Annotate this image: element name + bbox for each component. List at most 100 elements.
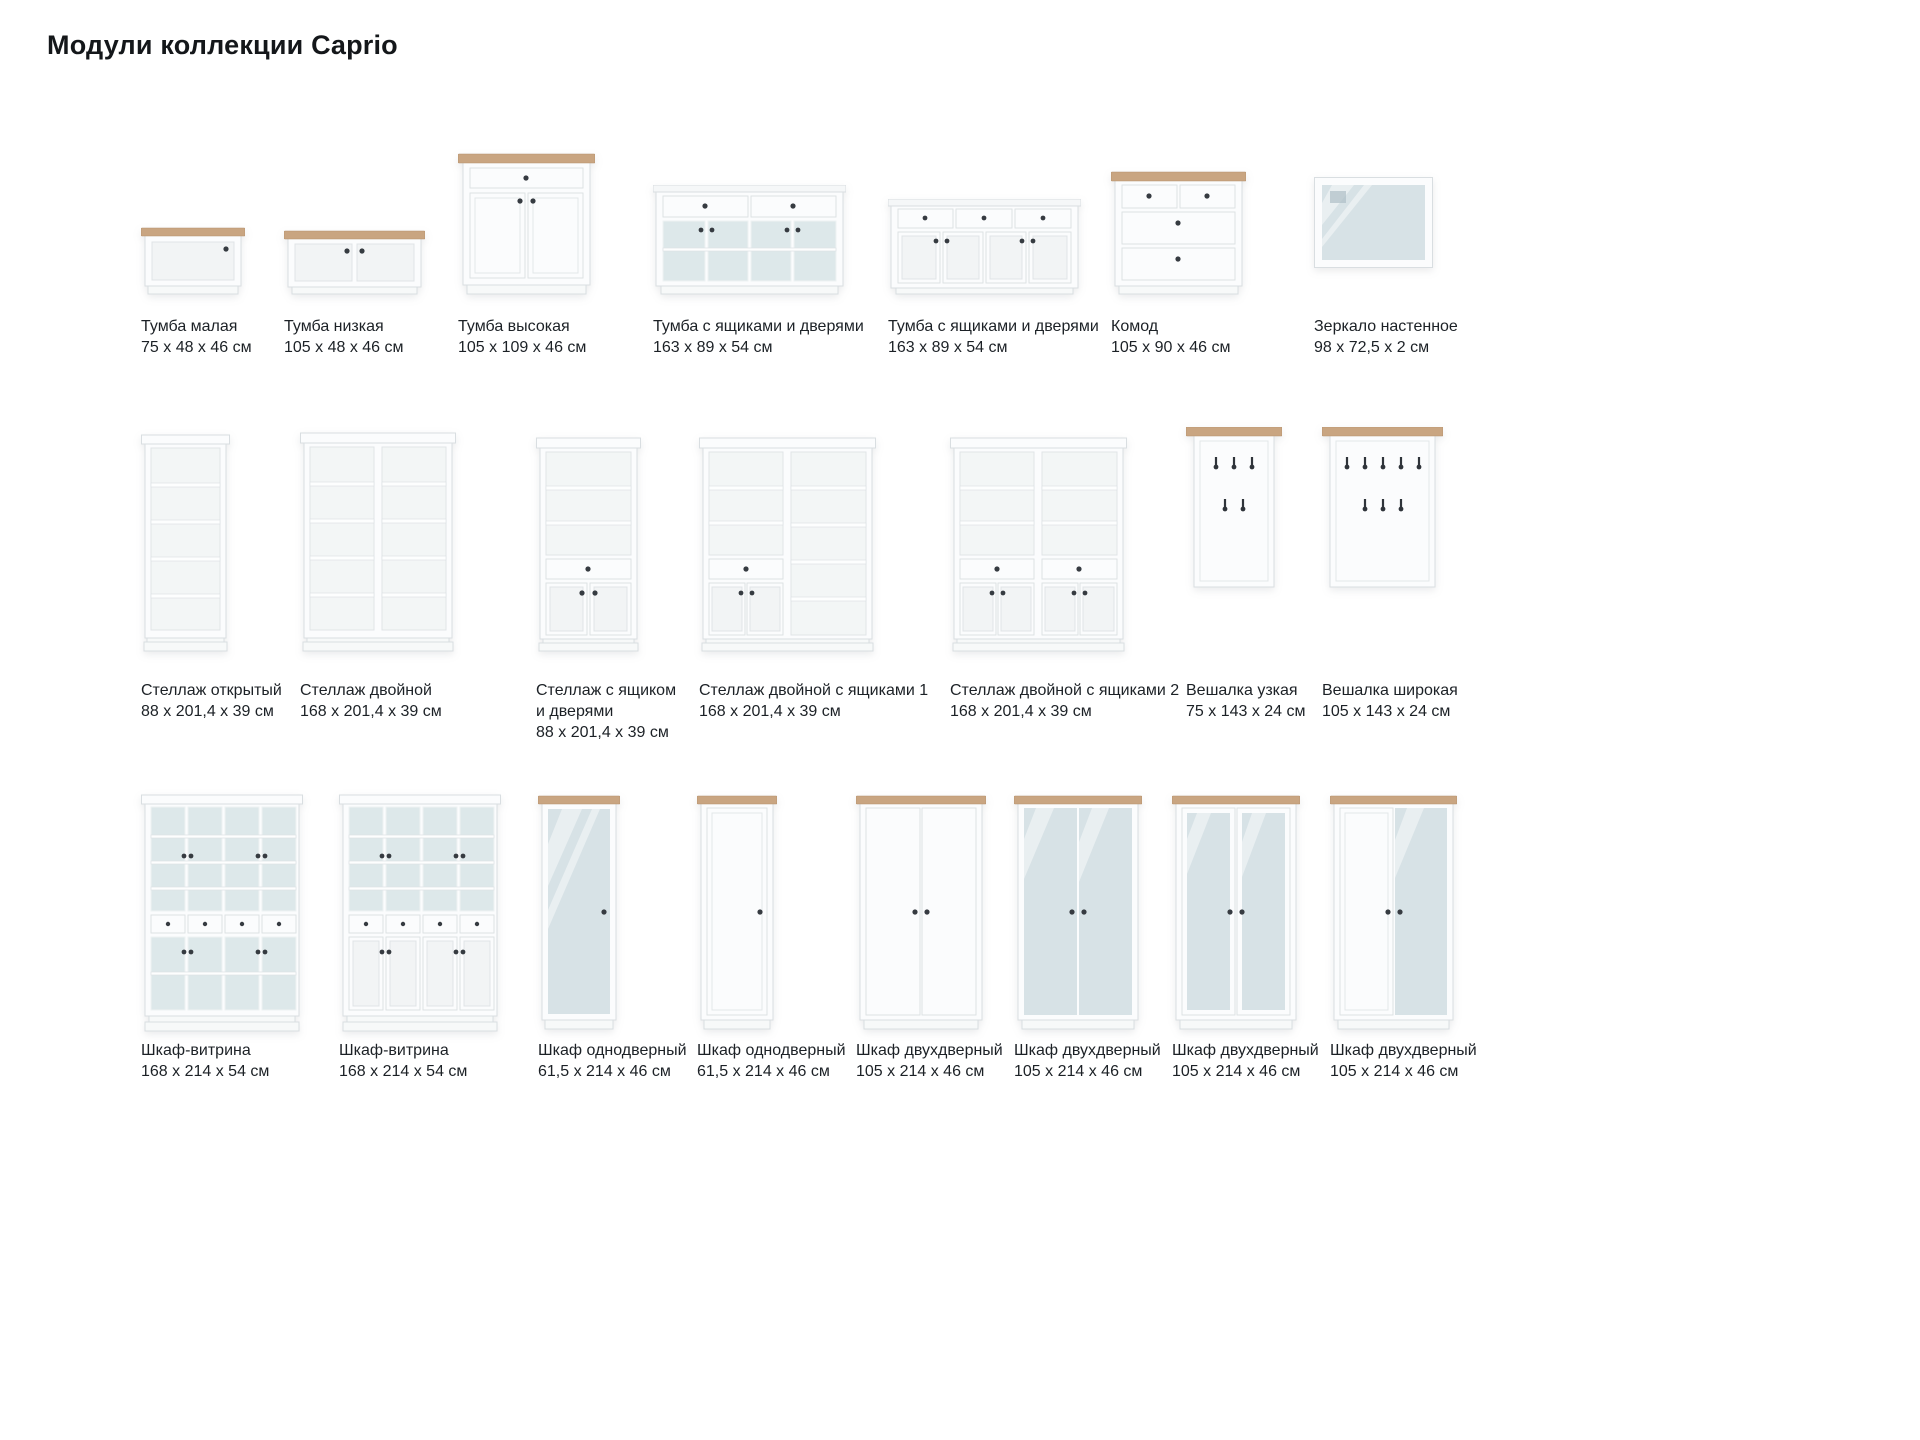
display-cabinet-solid-image	[339, 794, 501, 1032]
product-image-area	[536, 420, 688, 652]
product-name: Тумба с ящиками и дверями	[653, 318, 864, 335]
product-name: Шкаф двухдверный	[1330, 1042, 1477, 1059]
product-dimensions: 163 x 89 x 54 см	[888, 339, 1008, 356]
product-label: Зеркало настенное 98 x 72,5 x 2 см	[1314, 316, 1458, 358]
product-label: Тумба высокая 105 x 109 x 46 см	[458, 316, 595, 358]
product-image-area	[1330, 790, 1477, 1032]
product-label: Вешалка узкая 75 x 143 x 24 см	[1186, 680, 1306, 722]
product-dimensions: 168 x 214 x 54 см	[141, 1063, 270, 1080]
product-card: Стеллаж двойной с ящиками 2 168 x 201,4 …	[950, 420, 1179, 722]
product-image-area	[950, 420, 1179, 652]
product-dimensions: 105 x 143 x 24 см	[1322, 703, 1451, 720]
product-image-area	[141, 420, 282, 652]
wardrobe-1door-mirror-image	[538, 795, 620, 1030]
product-image-area	[141, 140, 252, 296]
product-card: Шкаф двухдверный 105 x 214 x 46 см	[1014, 790, 1161, 1082]
product-card: Тумба с ящиками и дверями 163 x 89 x 54 …	[888, 140, 1099, 358]
double-shelving-drawers-2-image	[950, 437, 1127, 652]
wardrobe-2door-mixed-mirror-image	[1330, 795, 1457, 1030]
product-card: Стеллаж с ящиком и дверями 88 x 201,4 x …	[536, 420, 688, 743]
product-label: Шкаф двухдверный 105 x 214 x 46 см	[1330, 1040, 1477, 1082]
product-dimensions: 163 x 89 x 54 см	[653, 339, 773, 356]
wardrobe-2door-framed-mirror-image	[1172, 795, 1300, 1030]
product-name: Комод	[1111, 318, 1159, 335]
product-name: Вешалка узкая	[1186, 682, 1298, 699]
product-label: Шкаф однодверный 61,5 x 214 x 46 см	[538, 1040, 687, 1082]
product-card: Стеллаж двойной 168 x 201,4 x 39 см	[300, 420, 456, 722]
product-dimensions: 61,5 x 214 x 46 см	[538, 1063, 671, 1080]
product-card: Тумба с ящиками и дверями 163 x 89 x 54 …	[653, 140, 864, 358]
product-dimensions: 88 x 201,4 x 39 см	[536, 724, 669, 741]
product-name: Стеллаж с ящиком и дверями	[536, 682, 677, 720]
product-card: Тумба малая 75 x 48 x 46 см	[141, 140, 252, 358]
product-image-area	[538, 790, 687, 1032]
product-card: Вешалка узкая 75 x 143 x 24 см	[1186, 420, 1306, 722]
product-label: Стеллаж с ящиком и дверями 88 x 201,4 x …	[536, 680, 688, 743]
product-dimensions: 105 x 214 x 46 см	[1014, 1063, 1143, 1080]
product-label: Тумба с ящиками и дверями 163 x 89 x 54 …	[888, 316, 1099, 358]
product-card: Шкаф-витрина 168 x 214 x 54 см	[141, 790, 303, 1082]
product-name: Стеллаж двойной с ящиками 2	[950, 682, 1180, 699]
product-dimensions: 105 x 48 x 46 см	[284, 339, 404, 356]
product-card: Зеркало настенное 98 x 72,5 x 2 см	[1314, 140, 1458, 358]
product-card: Шкаф-витрина 168 x 214 x 54 см	[339, 790, 501, 1082]
product-dimensions: 168 x 201,4 x 39 см	[300, 703, 442, 720]
chest-of-drawers-image	[1111, 171, 1246, 295]
product-name: Шкаф двухдверный	[1014, 1042, 1161, 1059]
product-image-area	[339, 790, 501, 1032]
product-dimensions: 75 x 48 x 46 см	[141, 339, 252, 356]
wardrobe-2door-mirror-image	[1014, 795, 1142, 1030]
product-image-area	[1314, 140, 1458, 296]
product-card: Тумба низкая 105 x 48 x 46 см	[284, 140, 425, 358]
product-dimensions: 105 x 214 x 46 см	[1172, 1063, 1301, 1080]
coat-rack-wide-image	[1322, 427, 1443, 588]
product-label: Тумба с ящиками и дверями 163 x 89 x 54 …	[653, 316, 864, 358]
wardrobe-1door-solid-image	[697, 795, 777, 1030]
product-image-area	[1186, 420, 1306, 652]
product-name: Шкаф двухдверный	[856, 1042, 1003, 1059]
product-label: Шкаф двухдверный 105 x 214 x 46 см	[1014, 1040, 1161, 1082]
shelving-drawer-doors-image	[536, 437, 641, 652]
product-label: Шкаф двухдверный 105 x 214 x 46 см	[856, 1040, 1003, 1082]
product-name: Шкаф однодверный	[697, 1042, 846, 1059]
product-image-area	[653, 140, 864, 296]
product-label: Стеллаж двойной с ящиками 2 168 x 201,4 …	[950, 680, 1179, 722]
product-name: Стеллаж двойной	[300, 682, 432, 699]
product-label: Шкаф-витрина 168 x 214 x 54 см	[339, 1040, 501, 1082]
product-label: Шкаф-витрина 168 x 214 x 54 см	[141, 1040, 303, 1082]
product-name: Зеркало настенное	[1314, 318, 1458, 335]
product-name: Стеллаж двойной с ящиками 1	[699, 682, 929, 699]
product-card: Комод 105 x 90 x 46 см	[1111, 140, 1246, 358]
product-image-area	[1111, 140, 1246, 296]
product-label: Стеллаж двойной 168 x 201,4 x 39 см	[300, 680, 456, 722]
sideboard-solid-doors-image	[888, 199, 1081, 295]
product-image-area	[697, 790, 846, 1032]
product-card: Стеллаж открытый 88 x 201,4 x 39 см	[141, 420, 282, 722]
product-dimensions: 168 x 201,4 x 39 см	[950, 703, 1092, 720]
product-label: Шкаф однодверный 61,5 x 214 x 46 см	[697, 1040, 846, 1082]
product-dimensions: 105 x 214 x 46 см	[856, 1063, 985, 1080]
product-name: Тумба малая	[141, 318, 238, 335]
product-card: Шкаф однодверный 61,5 x 214 x 46 см	[538, 790, 687, 1082]
product-label: Тумба низкая 105 x 48 x 46 см	[284, 316, 425, 358]
display-cabinet-glass-image	[141, 794, 303, 1032]
product-label: Вешалка широкая 105 x 143 x 24 см	[1322, 680, 1458, 722]
product-image-area	[699, 420, 928, 652]
product-name: Тумба высокая	[458, 318, 570, 335]
product-dimensions: 98 x 72,5 x 2 см	[1314, 339, 1430, 356]
product-name: Тумба с ящиками и дверями	[888, 318, 1099, 335]
product-card: Тумба высокая 105 x 109 x 46 см	[458, 140, 595, 358]
product-card: Шкаф двухдверный 105 x 214 x 46 см	[856, 790, 1003, 1082]
wall-mirror-image	[1314, 177, 1433, 268]
product-card: Шкаф однодверный 61,5 x 214 x 46 см	[697, 790, 846, 1082]
product-name: Шкаф-витрина	[339, 1042, 449, 1059]
product-image-area	[300, 420, 456, 652]
sideboard-glass-doors-image	[653, 185, 846, 295]
product-dimensions: 105 x 214 x 46 см	[1330, 1063, 1459, 1080]
product-dimensions: 105 x 109 x 46 см	[458, 339, 587, 356]
wardrobe-2door-solid-image	[856, 795, 986, 1030]
product-dimensions: 168 x 201,4 x 39 см	[699, 703, 841, 720]
cabinet-low-image	[284, 230, 425, 295]
product-name: Стеллаж открытый	[141, 682, 282, 699]
product-dimensions: 61,5 x 214 x 46 см	[697, 1063, 830, 1080]
